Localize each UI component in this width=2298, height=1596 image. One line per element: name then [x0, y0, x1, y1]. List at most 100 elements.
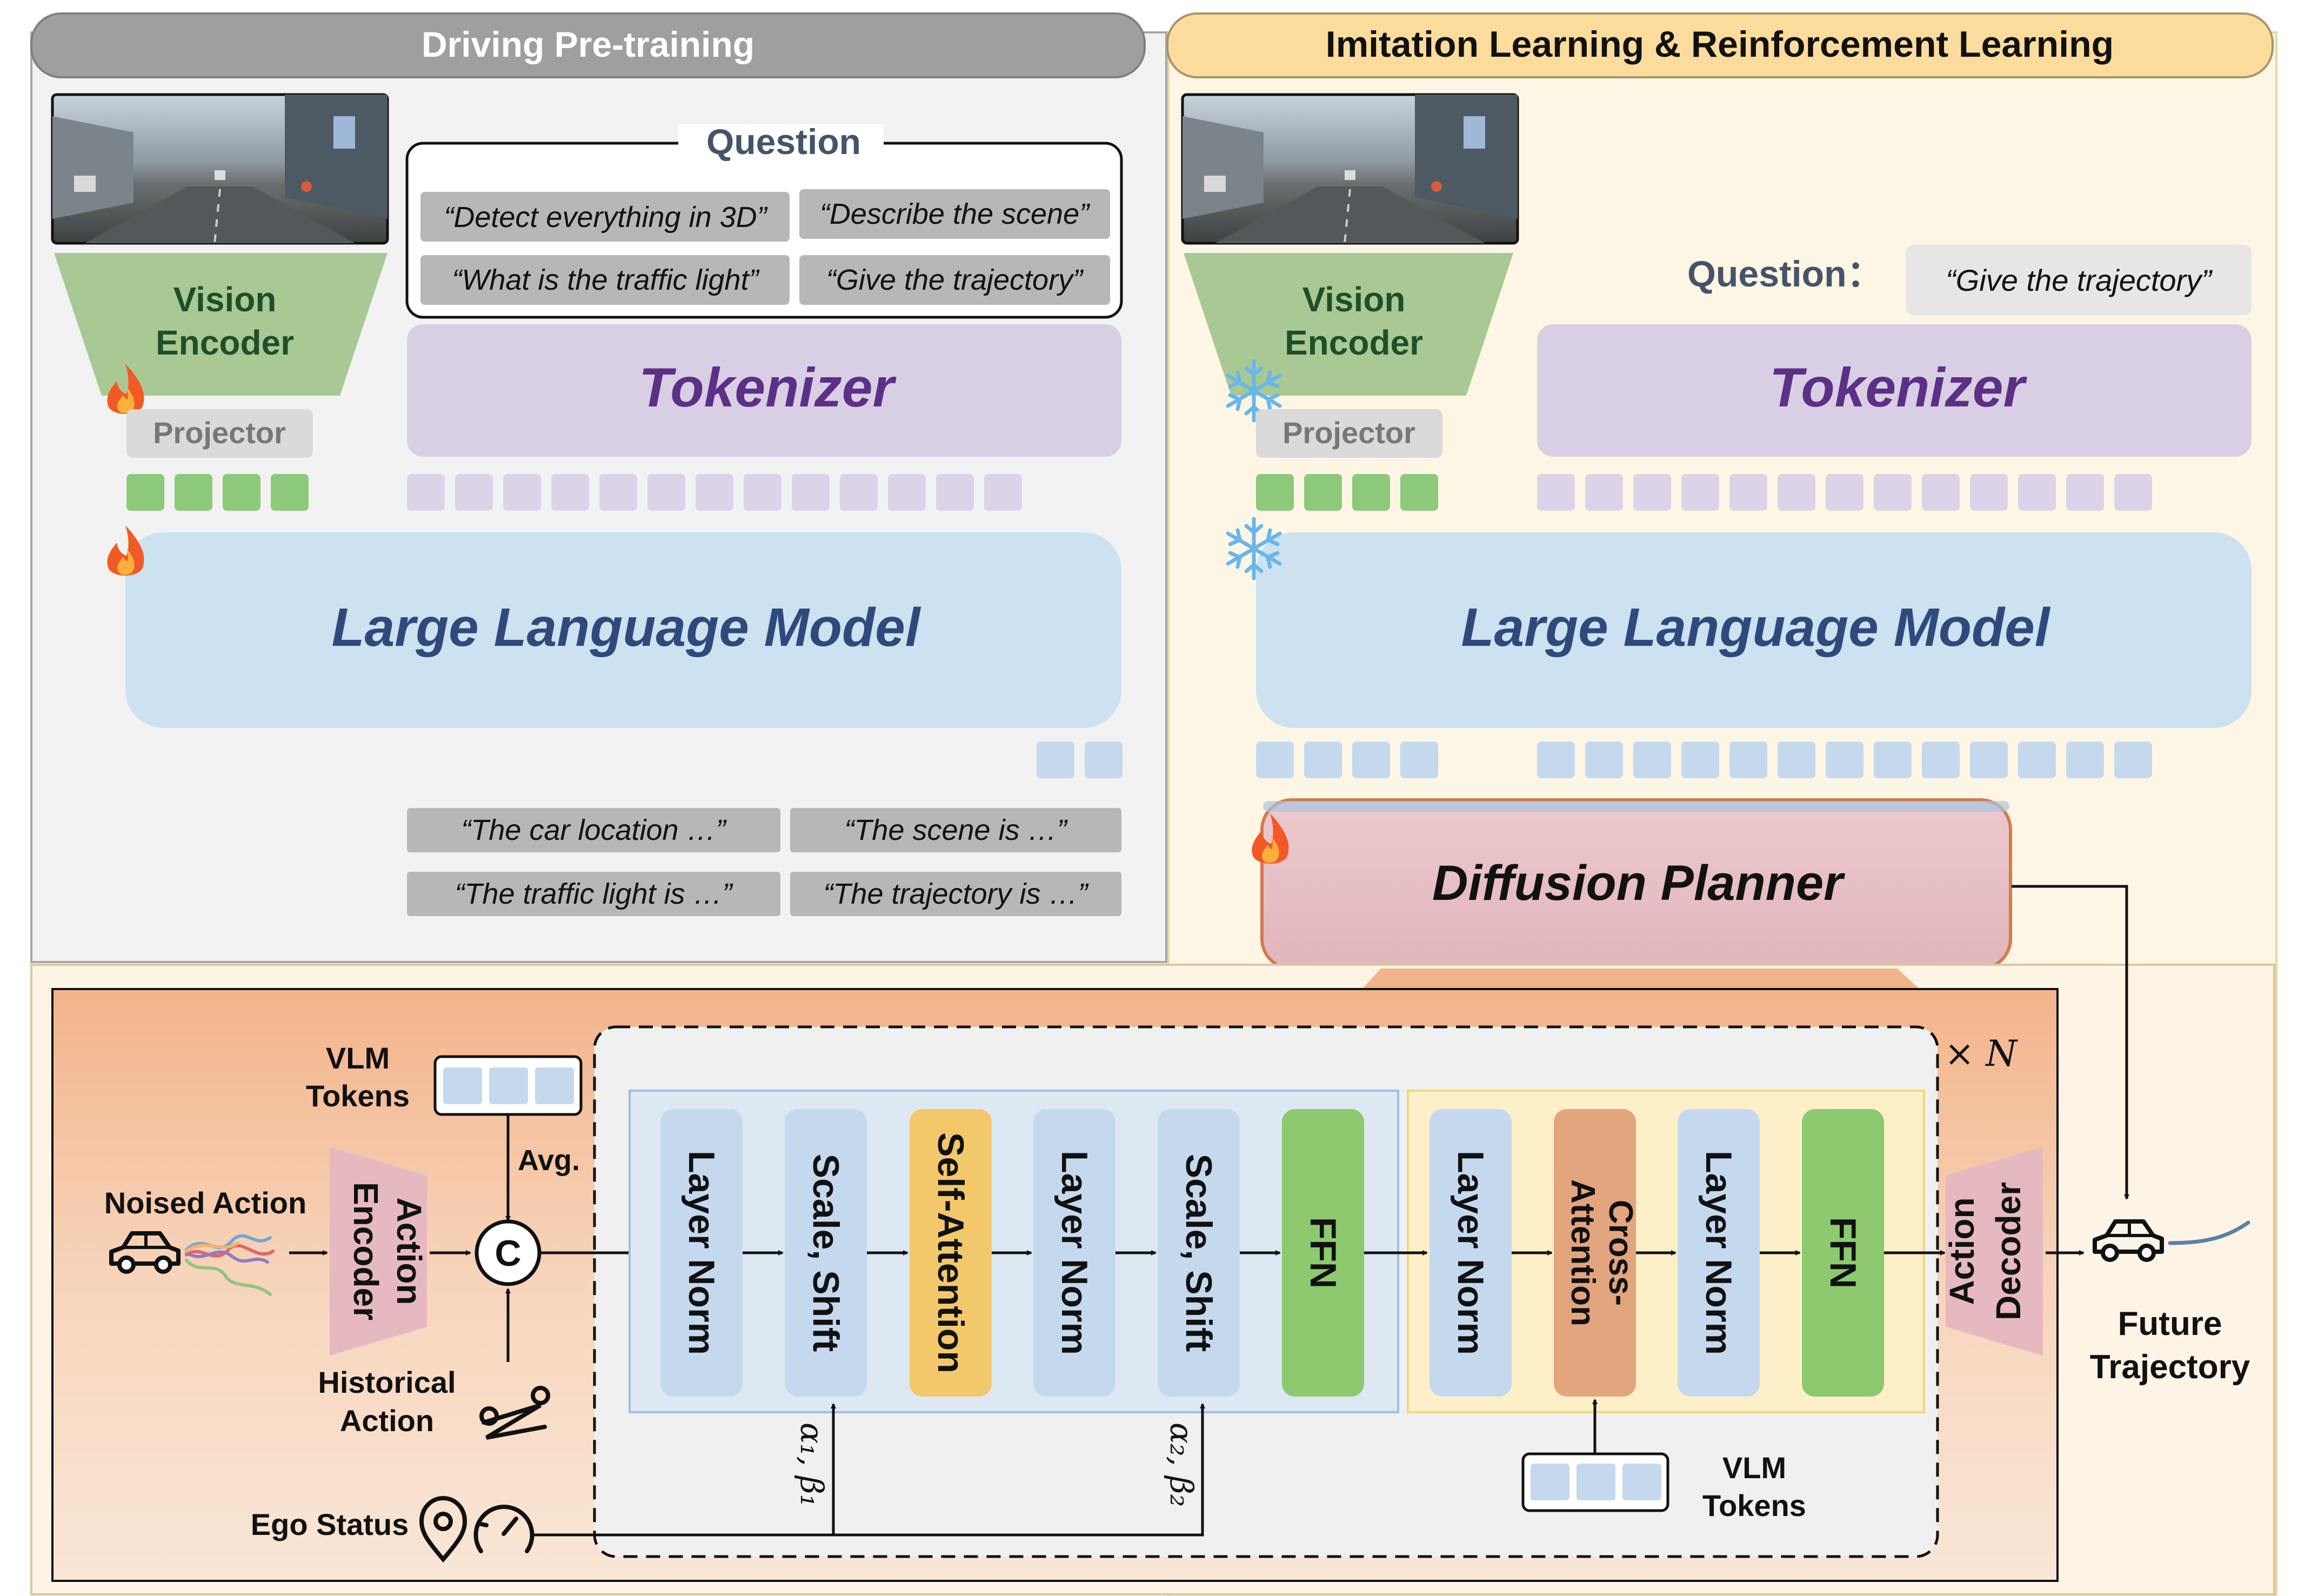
finetune-title-bar: [1166, 12, 2274, 78]
output-token: [2066, 742, 2104, 778]
future-trajectory-label-2: Trajectory: [2090, 1348, 2250, 1386]
projector-label: Projector: [1282, 416, 1415, 450]
avg-label: Avg.: [518, 1144, 580, 1177]
tokenizer-pretrain: [407, 324, 1121, 457]
answers-pretrain: “The car location …” “The scene is …” “T…: [407, 808, 1121, 916]
text-tokens-pretrain: [407, 474, 1022, 511]
text-token: [407, 474, 445, 511]
action-decoder-label-1: Action: [1942, 1197, 1981, 1305]
visual-token: [1256, 474, 1294, 511]
vlm-tokens-label-1: VLM: [326, 1041, 390, 1075]
vlm-token: [535, 1067, 574, 1104]
output-token: [1826, 742, 1863, 778]
text-token: [551, 474, 589, 511]
visual-tokens-pretrain: [126, 474, 309, 511]
vlm-tokens-label-2: Tokens: [306, 1079, 410, 1113]
text-token: [1874, 474, 1912, 511]
visual-token: [223, 474, 260, 511]
layer-norm-block: [1033, 1109, 1115, 1397]
text-token: [840, 474, 878, 511]
speedometer-icon: [473, 1505, 535, 1553]
output-token: [1874, 742, 1912, 778]
block1: Layer Norm Scale, Shift Self-Attention L…: [660, 1109, 1428, 1397]
tokenizer-finetune: [1537, 324, 2252, 457]
tokenizer-label: Tokenizer: [639, 357, 897, 418]
self-attention-block: [910, 1109, 992, 1397]
output-token: [1537, 742, 1575, 778]
output-token: [1304, 742, 1342, 778]
question-finetune: “Give the trajectory”: [1946, 263, 2213, 297]
text-token: [1537, 474, 1575, 511]
vision-encoder-label-2: Encoder: [1285, 323, 1423, 362]
text-token: [2114, 474, 2152, 511]
question-box-pretrain: Question “Detect everything in 3D” “Desc…: [405, 122, 1123, 319]
output-token: [1256, 742, 1294, 778]
output-token: [1729, 742, 1767, 778]
visual-token: [1352, 474, 1390, 511]
text-token: [599, 474, 637, 511]
visual-token: [126, 474, 164, 511]
visual-tokens-finetune: [1256, 474, 1438, 511]
action-decoder-label-2: Decoder: [1989, 1182, 2028, 1320]
vision-encoder-pretrain: [54, 253, 388, 396]
action-encoder-label-1: Action: [390, 1197, 429, 1305]
text-token: [936, 474, 974, 511]
projector-finetune: [1256, 409, 1442, 458]
vlm-token: [1622, 1464, 1661, 1500]
visual-token: [1304, 474, 1342, 511]
question-title: Question: [706, 122, 861, 162]
finetune-title: Imitation Learning & Reinforcement Learn…: [1326, 24, 2114, 65]
action-encoder-label-2: Encoder: [346, 1182, 385, 1320]
pretrain-title-bar: [30, 12, 1146, 78]
block2: Layer Norm Cross- Attention Layer Norm F…: [1429, 1109, 1946, 1397]
output-token: [1085, 742, 1123, 778]
future-trajectory-label-1: Future: [2118, 1305, 2222, 1343]
text-token: [744, 474, 781, 511]
output-token: [1778, 742, 1815, 778]
vision-encoder-finetune: [1184, 253, 1513, 396]
modulation-1-label: α₁, β₁: [793, 1423, 830, 1507]
cross-attention-label-2: Attention: [1564, 1179, 1601, 1326]
output-token: [1037, 742, 1074, 778]
scale-shift-block: [1158, 1109, 1240, 1397]
text-token: [1633, 474, 1671, 511]
output-token: [1970, 742, 2008, 778]
projector-pretrain: [126, 409, 313, 458]
diffusion-planner-label: Diffusion Planner: [1432, 856, 1845, 911]
cross-attention-label-1: Cross-: [1602, 1200, 1639, 1306]
output-token: [1633, 742, 1671, 778]
vlm-token: [489, 1067, 528, 1104]
planner-detail-panel: × N VLM Tokens Avg. Noised Action Action…: [30, 885, 2275, 1595]
answer-3: “The traffic light is …”: [455, 878, 733, 910]
text-token: [1729, 474, 1767, 511]
text-token: [455, 474, 493, 511]
question-label-finetune: Question：: [1687, 253, 1883, 295]
camera-image-finetune: [1183, 95, 1518, 243]
noised-trajectories: [185, 1234, 275, 1296]
self-attention-label: Self-Attention: [930, 1132, 971, 1373]
answer-4: “The trajectory is …”: [823, 878, 1088, 910]
visual-token: [271, 474, 309, 511]
noised-action-label: Noised Action: [104, 1186, 306, 1220]
text-token: [792, 474, 830, 511]
llm-label: Large Language Model: [1461, 597, 2050, 658]
output-token: [1681, 742, 1719, 778]
pretrain-title: Driving Pre-training: [422, 24, 754, 64]
ffn-block: [1282, 1109, 1364, 1397]
layer-norm-label: Layer Norm: [1054, 1151, 1095, 1355]
vlm-tokens-label-1: VLM: [1722, 1451, 1786, 1485]
historical-action-label-1: Historical: [318, 1365, 456, 1399]
vision-encoder-label-2: Encoder: [156, 323, 294, 362]
future-trajectory-line: [2168, 1220, 2250, 1245]
text-token: [1970, 474, 2008, 511]
concat-label: C: [495, 1233, 521, 1274]
output-token: [1352, 742, 1390, 778]
output-token: [2114, 742, 2152, 778]
text-token: [888, 474, 926, 511]
llm-pretrain: [125, 532, 1121, 728]
visual-token: [175, 474, 212, 511]
text-token: [2018, 474, 2056, 511]
projector-label: Projector: [153, 416, 286, 450]
question-1: “Detect everything in 3D”: [444, 201, 767, 233]
